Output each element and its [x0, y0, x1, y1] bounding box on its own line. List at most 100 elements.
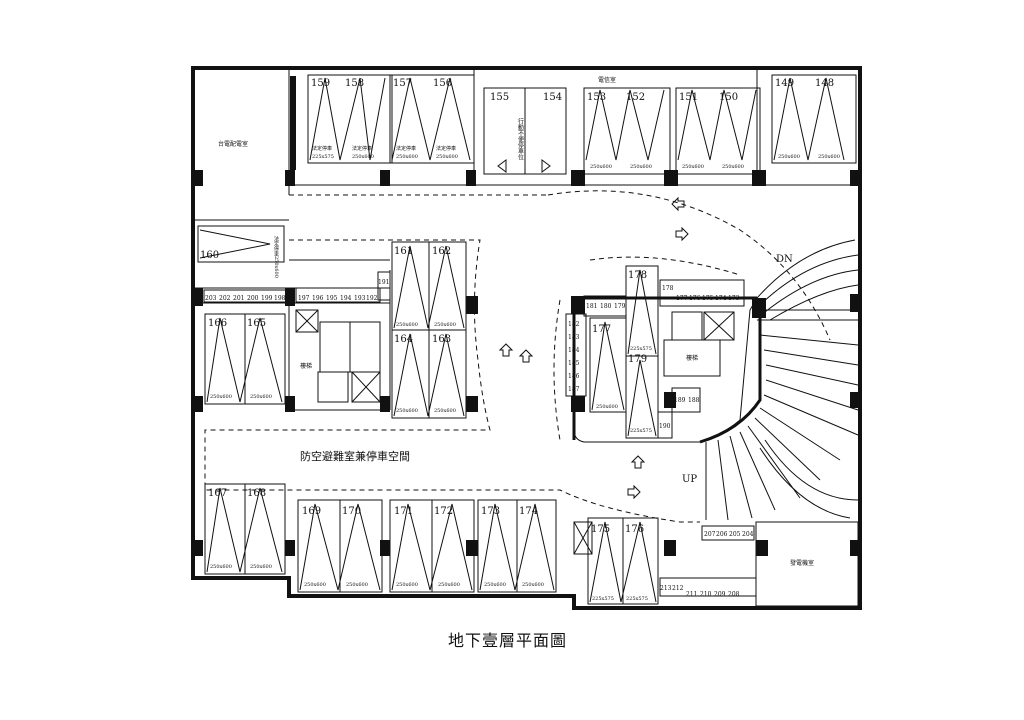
stall-167: 167 [208, 488, 227, 499]
stall-161: 161 [394, 246, 413, 257]
moto-208: 208 [728, 591, 740, 598]
moto-176: 176 [689, 295, 701, 302]
moto-178: 178 [662, 285, 674, 292]
size-label: 250x600 [396, 582, 418, 588]
outer-wall [191, 66, 862, 610]
moto-205: 205 [729, 531, 741, 538]
size-label: 250x600 [436, 154, 458, 160]
stall-177: 177 [592, 324, 611, 335]
accessible-parking-label: 行動不便停車位 [517, 117, 524, 160]
size-label: 法定停車 [352, 145, 372, 152]
size-label: 250x600 [250, 564, 272, 570]
moto-187: 187 [568, 386, 580, 393]
room-stair-a: 樓梯 [300, 362, 312, 370]
size-label: 250x600 [722, 164, 744, 170]
moto-193: 193 [354, 295, 366, 302]
room-power: 電信室 [598, 76, 616, 84]
columns[interactable] [193, 76, 862, 556]
size-label: 250x600 [434, 322, 456, 328]
stall-175: 175 [591, 524, 610, 535]
moto-199: 199 [261, 295, 273, 302]
stall-169: 169 [302, 506, 321, 517]
size-label: 250x600 [346, 582, 368, 588]
size-label: 250x600 [396, 322, 418, 328]
stair-core-left [295, 309, 381, 403]
stall-156: 156 [433, 78, 452, 89]
size-label: 250x600 [682, 164, 704, 170]
stall-148: 148 [815, 78, 834, 89]
moto-200: 200 [247, 295, 259, 302]
stall-168: 168 [247, 488, 266, 499]
stall-154: 154 [543, 92, 562, 103]
size-label: 225x575 [592, 596, 614, 602]
stall-160: 160 [200, 250, 219, 261]
moto-173: 173 [728, 295, 740, 302]
size-label: 250x600 [596, 404, 618, 410]
size-label: 法定停車 [436, 145, 456, 152]
size-label: 250x600 [434, 408, 456, 414]
size-label: 250x600 [630, 164, 652, 170]
moto-198: 198 [274, 295, 286, 302]
size-label: 法定停車 [312, 145, 332, 152]
stall-153: 153 [587, 92, 606, 103]
stall-172: 172 [434, 506, 453, 517]
size-label: 250x600 [522, 582, 544, 588]
moto-206: 206 [716, 531, 728, 538]
stalls-core [589, 265, 659, 439]
moto-180: 180 [600, 303, 612, 310]
moto-186: 186 [568, 373, 580, 380]
size-label: 250x600 [250, 394, 272, 400]
stall-171: 171 [394, 506, 413, 517]
stall-159: 159 [311, 78, 330, 89]
stalls-top [307, 74, 857, 175]
size-label: 225x575 [312, 154, 334, 160]
moto-191: 191 [378, 279, 389, 286]
dn-label: DN [776, 254, 793, 265]
stall-179: 179 [628, 354, 647, 365]
moto-196: 196 [312, 295, 324, 302]
moto-197: 197 [298, 295, 310, 302]
size-label: 225x575 [626, 596, 648, 602]
moto-209: 209 [714, 591, 726, 598]
side-label: 法定停車250x600 [273, 235, 279, 278]
moto-204: 204 [742, 531, 754, 538]
stall-151: 151 [679, 92, 698, 103]
stall-150: 150 [719, 92, 738, 103]
size-label: 250x600 [210, 564, 232, 570]
stalls-left [204, 313, 286, 575]
stall-164: 164 [394, 334, 413, 345]
moto-192: 192 [366, 295, 378, 302]
ramp-spiral [705, 239, 859, 521]
stair-core-right [663, 311, 735, 377]
size-label: 250x600 [818, 154, 840, 160]
moto-175: 175 [702, 295, 714, 302]
room-generator: 發電機室 [790, 559, 814, 567]
stall-174: 174 [519, 506, 538, 517]
stall-155: 155 [490, 92, 509, 103]
stall-158: 158 [345, 78, 364, 89]
moto-194: 194 [340, 295, 352, 302]
central-core [573, 297, 758, 443]
moto-213: 213 [660, 585, 672, 592]
moto-181: 181 [586, 303, 597, 310]
stall-176: 176 [625, 524, 644, 535]
room-transformer: 台電配電室 [218, 140, 248, 148]
stall-152: 152 [626, 92, 645, 103]
moto-189: 189 [674, 397, 686, 404]
moto-183: 183 [568, 334, 580, 341]
room-shelter: 防空避難室兼停車空間 [300, 449, 410, 463]
stall-157: 157 [393, 78, 412, 89]
size-label: 250x600 [304, 582, 326, 588]
size-label: 250x600 [438, 582, 460, 588]
moto-184: 184 [568, 347, 580, 354]
size-label: 250x600 [484, 582, 506, 588]
stall-163: 163 [432, 334, 451, 345]
stall-162: 162 [432, 246, 451, 257]
moto-211: 211 [686, 591, 697, 598]
size-label: 225x575 [630, 346, 652, 352]
traffic-arrows [497, 159, 689, 500]
moto-203: 203 [205, 295, 217, 302]
room-stair-b: 樓梯 [686, 354, 698, 362]
moto-190: 190 [659, 423, 671, 430]
